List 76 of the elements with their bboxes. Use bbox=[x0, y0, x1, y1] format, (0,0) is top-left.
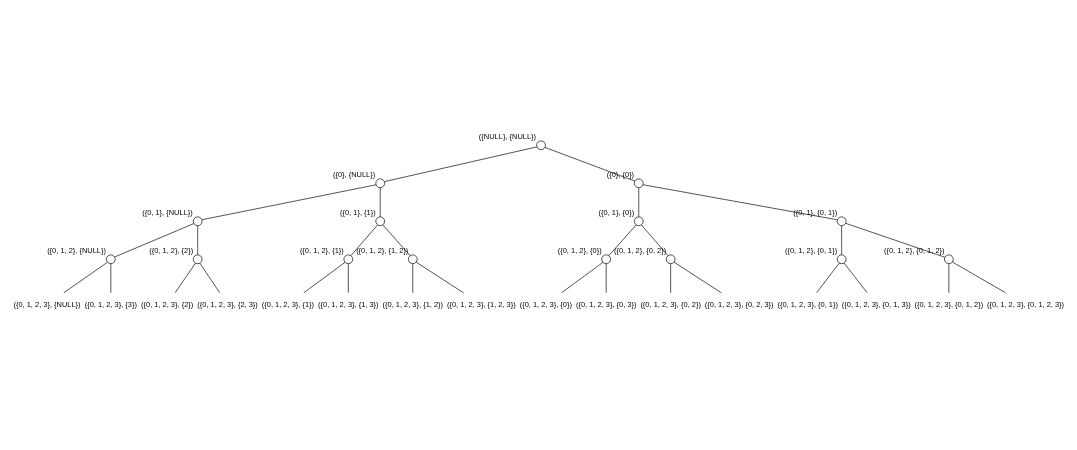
connector bbox=[816, 262, 840, 294]
node-text: ({0, 1, 2, 3}, {0, 1, 2}) bbox=[914, 299, 984, 309]
node-text: ({0, 1, 2, 3}, {1, 2}) bbox=[382, 299, 444, 309]
node-circle bbox=[836, 254, 847, 264]
node-label: ({0, 1}, {NULL}) bbox=[142, 207, 193, 217]
node-text: ({0, 1, 2, 3}, {2}) bbox=[141, 299, 194, 309]
node-circle bbox=[192, 216, 203, 226]
connector bbox=[199, 262, 221, 294]
connector bbox=[948, 263, 950, 294]
node-circle bbox=[408, 254, 418, 264]
connector bbox=[638, 187, 640, 218]
connector bbox=[350, 224, 378, 256]
node-label: ({0, 1, 2}, {2}) bbox=[149, 245, 194, 255]
node-circle bbox=[665, 254, 676, 264]
node-label: ({0, 1}, {1}) bbox=[340, 207, 376, 217]
connector bbox=[379, 187, 381, 218]
connector bbox=[412, 263, 414, 294]
node-circle bbox=[375, 216, 385, 226]
connector bbox=[608, 224, 637, 256]
node-label: ({0, 1}, {0, 1}) bbox=[793, 207, 838, 217]
node-label: ({0, 1, 2}, {1}) bbox=[299, 245, 344, 255]
node-circle bbox=[944, 254, 954, 264]
node-label: ({NULL}, {NULL}) bbox=[478, 131, 537, 141]
node-label: ({0, 1, 2}, {0, 1}) bbox=[785, 245, 838, 255]
node-circle bbox=[634, 178, 644, 188]
node-circle bbox=[536, 140, 546, 150]
connector bbox=[63, 262, 108, 294]
connector bbox=[605, 263, 607, 294]
connector bbox=[670, 263, 671, 294]
node-circle bbox=[343, 254, 354, 264]
node-text: ({0, 1, 2, 3}, {0, 2, 3}) bbox=[704, 299, 774, 309]
node-label: ({0, 1, 2}, {0, 2}) bbox=[614, 245, 667, 255]
connector bbox=[952, 261, 1006, 294]
node-text: ({0, 1, 2, 3}, {1, 3}) bbox=[318, 299, 379, 309]
connector bbox=[415, 261, 464, 294]
connector bbox=[114, 223, 195, 258]
node-label: ({0, 1, 2}, {0}) bbox=[557, 245, 602, 255]
connector bbox=[642, 184, 838, 221]
node-label: ({0, 1, 2}, {NULL}) bbox=[47, 245, 106, 255]
node-text: ({0, 1, 2, 3}, {1, 2, 3}) bbox=[446, 299, 516, 309]
connector bbox=[845, 223, 946, 258]
connector bbox=[174, 262, 196, 294]
node-label: ({0, 1, 2}, {1, 2}) bbox=[356, 245, 409, 255]
connector bbox=[110, 263, 112, 294]
node-text: ({0, 1, 2, 3}, {3}) bbox=[84, 299, 137, 309]
node-circle bbox=[601, 254, 611, 264]
node-label: ({0, 1}, {0}) bbox=[598, 207, 635, 217]
node-text: ({0, 1, 2, 3}, {0, 2}) bbox=[640, 299, 701, 309]
connector bbox=[673, 261, 722, 294]
connector bbox=[382, 224, 411, 256]
node-circle bbox=[634, 216, 644, 226]
node-text: ({0, 1, 2, 3}, {2, 3}) bbox=[197, 299, 258, 309]
node-label: ({0}, {0}) bbox=[606, 169, 635, 179]
connector bbox=[843, 262, 868, 294]
node-text: ({0, 1, 2, 3}, {NULL}) bbox=[13, 299, 81, 309]
connector bbox=[561, 262, 604, 294]
node-text: ({0, 1, 2, 3}, {1}) bbox=[261, 299, 315, 309]
connector bbox=[384, 146, 538, 182]
node-label: ({0, 1, 2}, {0, 1, 2}) bbox=[884, 245, 945, 255]
node-text: ({0, 1, 2, 3}, {0, 1, 3}) bbox=[841, 299, 911, 309]
node-text: ({0, 1, 2, 3}, {0, 1}) bbox=[777, 299, 838, 309]
node-circle bbox=[192, 254, 203, 264]
node-circle bbox=[375, 178, 385, 188]
node-circle bbox=[836, 216, 847, 226]
node-text: ({0, 1, 2, 3}, {0, 1, 2, 3}) bbox=[987, 299, 1065, 309]
connector bbox=[348, 263, 349, 294]
connector bbox=[544, 147, 636, 182]
node-text: ({0, 1, 2, 3}, {0}) bbox=[519, 299, 572, 309]
node-circle bbox=[106, 254, 116, 264]
connector bbox=[303, 262, 346, 294]
connector bbox=[641, 224, 669, 256]
connector bbox=[201, 184, 377, 221]
node-label: ({0}, {NULL}) bbox=[332, 169, 376, 179]
connector bbox=[841, 225, 842, 256]
connector bbox=[197, 225, 199, 256]
node-text: ({0, 1, 2, 3}, {0, 3}) bbox=[575, 299, 637, 309]
